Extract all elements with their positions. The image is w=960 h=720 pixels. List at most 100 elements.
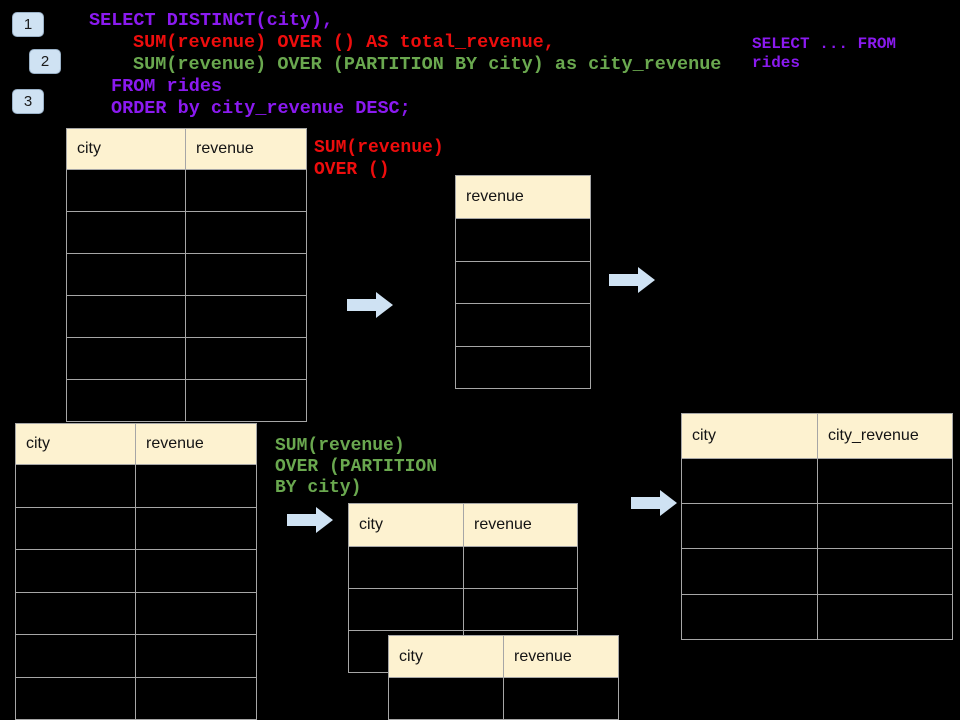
empty-cell — [135, 549, 257, 593]
table-row — [66, 295, 307, 338]
empty-cell — [15, 506, 136, 550]
total-revenue-table: revenue — [455, 175, 591, 389]
sql-aside-line-2: rides — [752, 54, 801, 72]
header-row: city revenue — [15, 423, 257, 465]
empty-cell — [817, 503, 953, 550]
header-row: revenue — [455, 175, 591, 219]
column-header-city: city — [388, 635, 504, 678]
right-arrow-icon — [287, 507, 333, 533]
sql-from-line: FROM rides — [111, 76, 223, 97]
table-row — [15, 464, 257, 508]
table-row — [15, 506, 257, 550]
empty-cell — [348, 588, 464, 631]
empty-cell — [66, 211, 186, 254]
empty-cell — [817, 548, 953, 595]
sql-partition-line: SUM(revenue) OVER (PARTITION BY city) as… — [133, 54, 722, 75]
column-header-city-revenue: city_revenue — [817, 413, 953, 459]
header-row: city city_revenue — [681, 413, 953, 459]
table-row — [681, 457, 953, 505]
table-row — [348, 546, 578, 589]
table-row — [681, 548, 953, 595]
table-row — [388, 677, 619, 720]
empty-cell — [681, 593, 818, 640]
column-header-city: city — [348, 503, 464, 547]
header-row: city revenue — [348, 503, 578, 547]
empty-cell — [185, 169, 307, 212]
total-annotation-line-2: OVER () — [314, 160, 390, 180]
empty-cell — [817, 457, 953, 505]
empty-cell — [455, 218, 591, 262]
empty-cell — [185, 295, 307, 338]
empty-cell — [455, 303, 591, 347]
table-row — [681, 593, 953, 640]
empty-cell — [135, 634, 257, 678]
partition-table-front: city revenue — [388, 635, 619, 720]
empty-cell — [185, 211, 307, 254]
table-row — [15, 549, 257, 593]
empty-cell — [135, 464, 257, 508]
table-row — [66, 169, 307, 212]
column-header-city: city — [66, 128, 186, 170]
empty-cell — [15, 676, 136, 720]
total-annotation-line-1: SUM(revenue) — [314, 138, 444, 158]
column-header-revenue: revenue — [135, 423, 257, 465]
step-1-label: 1 — [23, 16, 33, 33]
table-row — [455, 260, 591, 304]
empty-cell — [348, 546, 464, 589]
empty-cell — [15, 464, 136, 508]
partition-annotation-line-2: OVER (PARTITION — [275, 457, 438, 477]
source-table-top: city revenue — [66, 128, 307, 422]
empty-cell — [66, 295, 186, 338]
empty-cell — [66, 169, 186, 212]
header-row: city revenue — [388, 635, 619, 678]
empty-cell — [135, 506, 257, 550]
table-row — [348, 588, 578, 631]
column-header-city: city — [681, 413, 818, 459]
column-header-revenue: revenue — [455, 175, 591, 219]
city-revenue-result-table: city city_revenue — [681, 413, 953, 640]
table-row — [66, 253, 307, 296]
empty-cell — [135, 676, 257, 720]
step-1-badge: 1 — [12, 12, 44, 37]
empty-cell — [463, 588, 578, 631]
right-arrow-icon — [609, 267, 655, 293]
table-row — [15, 591, 257, 635]
partition-annotation-line-1: SUM(revenue) — [275, 436, 405, 456]
column-header-revenue: revenue — [503, 635, 619, 678]
empty-cell — [135, 591, 257, 635]
table-row — [66, 337, 307, 380]
table-row — [455, 303, 591, 347]
empty-cell — [817, 593, 953, 640]
empty-cell — [15, 591, 136, 635]
sql-select-line: SELECT DISTINCT(city), — [89, 10, 334, 31]
table-row — [66, 379, 307, 422]
source-table-bottom: city revenue — [15, 423, 257, 720]
step-3-badge: 3 — [12, 89, 44, 114]
table-row — [455, 345, 591, 389]
table-row — [15, 676, 257, 720]
empty-cell — [388, 677, 504, 720]
empty-cell — [185, 253, 307, 296]
empty-cell — [66, 337, 186, 380]
total-revenue-annotation: SUM(revenue)OVER () — [314, 137, 444, 181]
step-3-label: 3 — [23, 93, 33, 110]
table-row — [681, 503, 953, 550]
empty-cell — [66, 379, 186, 422]
table-row — [15, 634, 257, 678]
right-arrow-icon — [347, 292, 393, 318]
empty-cell — [185, 379, 307, 422]
table-row — [455, 218, 591, 262]
header-row: city revenue — [66, 128, 307, 170]
sql-aside-line-1: SELECT ... FROM — [752, 35, 897, 53]
sql-total-line: SUM(revenue) OVER () AS total_revenue, — [133, 32, 555, 53]
column-header-city: city — [15, 423, 136, 465]
column-header-revenue: revenue — [463, 503, 578, 547]
empty-cell — [681, 548, 818, 595]
empty-cell — [503, 677, 619, 720]
column-header-revenue: revenue — [185, 128, 307, 170]
empty-cell — [455, 345, 591, 389]
step-2-badge: 2 — [29, 49, 61, 74]
